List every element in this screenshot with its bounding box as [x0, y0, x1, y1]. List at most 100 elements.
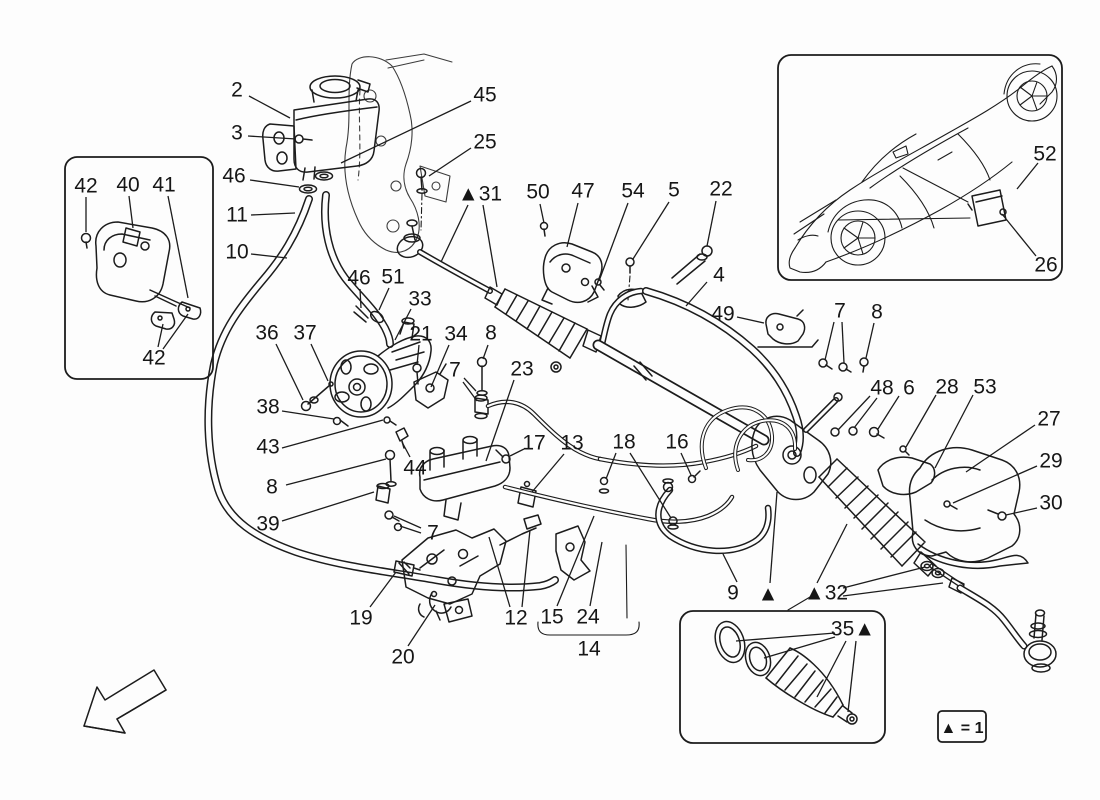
inset-car-location [777, 54, 1063, 281]
leader-line-25-0 [428, 147, 472, 177]
leader-line-▲32-2 [816, 523, 848, 584]
leader-line-42-0 [157, 323, 164, 348]
leader-line-35▲-3 [847, 640, 857, 713]
leader-line-18-0 [605, 452, 617, 480]
callout-5: 5 [668, 179, 680, 202]
leader-line-▲31-0 [440, 204, 469, 263]
rear-wheel [1006, 70, 1058, 122]
leader-line-▲31-1 [482, 204, 498, 288]
leader-line-16-0 [680, 452, 692, 476]
callout-33: 33 [408, 288, 431, 311]
direction-arrow [83, 669, 167, 734]
leader-line-20-0 [407, 604, 436, 647]
callout-36: 36 [255, 322, 278, 345]
callout-52: 52 [1033, 143, 1056, 166]
callout-37: 37 [293, 322, 316, 345]
inset-bracket-detail [64, 156, 214, 380]
return-hose-loop [204, 195, 559, 592]
callout-16: 16 [665, 431, 688, 454]
front-wheel [830, 210, 886, 266]
leader-line-35▲-1 [763, 636, 836, 659]
callout-22: 22 [709, 178, 732, 201]
callout-46: 46 [222, 165, 245, 188]
leader-line-7-0 [824, 321, 835, 361]
right-tie-rod [920, 560, 1057, 673]
callout-12: 12 [504, 607, 527, 630]
leader-line-7-0 [393, 515, 422, 529]
callout-▲32: ▲32 [804, 582, 848, 605]
callout-7: 7 [427, 522, 439, 545]
callout-27: 27 [1037, 408, 1060, 431]
leader-line-51-0 [378, 287, 390, 311]
callout-40: 40 [116, 174, 139, 197]
leader-line-8-0 [482, 344, 489, 360]
return-hose [655, 478, 772, 555]
leader-line-39-0 [281, 491, 375, 522]
callout-8: 8 [266, 476, 278, 499]
callout-30: 30 [1039, 492, 1062, 515]
leader-line-6-0 [877, 395, 900, 430]
rack-clamp-bracket [415, 167, 713, 308]
callout-38: 38 [256, 396, 279, 419]
leader-line-33-0 [394, 308, 412, 341]
leader-line-23-0 [485, 379, 515, 462]
leader-line-45-0 [340, 100, 472, 164]
sensor [757, 309, 819, 348]
leader-line-17-0 [509, 448, 525, 457]
callout-11: 11 [226, 204, 248, 227]
rack-pipes [502, 443, 759, 524]
callout-2: 2 [231, 79, 243, 102]
inset-boot-kit [679, 596, 886, 744]
leader-line-5-0 [632, 201, 670, 260]
callout-54: 54 [621, 180, 645, 203]
leader-line-35▲-2 [816, 640, 847, 698]
leader-line-7-1 [462, 381, 478, 402]
leader-line-26-0 [1001, 213, 1037, 257]
callout-47: 47 [571, 180, 594, 203]
leader-line-46-0 [249, 179, 300, 188]
callout-23: 23 [510, 358, 533, 381]
callout-46: 46 [347, 267, 370, 290]
callout-49: 49 [711, 303, 734, 326]
callout-53: 53 [973, 376, 996, 399]
leader-line-48-1 [853, 397, 878, 429]
leader-line-4-0 [685, 281, 708, 307]
leader-line-49-0 [736, 316, 765, 324]
feed-hose [321, 191, 394, 348]
right-bellows [818, 458, 937, 577]
callout-41: 41 [152, 174, 175, 197]
leader-line-47-0 [566, 202, 579, 248]
steering-pump [329, 317, 432, 418]
leader-line-35▲-0 [735, 632, 836, 642]
leader-line-7-1 [399, 525, 422, 534]
leader-line-▲-0 [769, 491, 778, 584]
callout-7: 7 [834, 300, 846, 323]
leader-line-44-0 [401, 441, 411, 458]
callout-8: 8 [871, 301, 883, 324]
leader-line-7-0 [463, 377, 477, 392]
leader-line-18-1 [629, 452, 672, 519]
callout-▲: ▲ [758, 583, 779, 606]
callout-34: 34 [444, 323, 468, 346]
pipe-fittings [550, 361, 701, 619]
leader-line-43-0 [281, 419, 384, 449]
leader-line-11-0 [250, 212, 296, 216]
callout-19: 19 [349, 607, 372, 630]
seal-washer [298, 184, 318, 194]
valve-unions [818, 357, 910, 456]
callout-15: 15 [540, 606, 563, 629]
seal-washer [314, 171, 334, 181]
pressure-hose [598, 287, 804, 457]
leader-line-36-0 [275, 343, 304, 401]
pressure-pipe [485, 399, 603, 462]
leader-line-53-0 [934, 394, 974, 469]
callout-39: 39 [256, 513, 279, 536]
callout-43: 43 [256, 436, 279, 459]
leader-line-24-0 [589, 541, 603, 607]
leader-line-37-0 [310, 343, 329, 382]
steering-rack [396, 219, 843, 501]
leader-line-15-0 [556, 515, 595, 607]
leader-line-28-0 [905, 394, 937, 448]
leader-line-30-0 [1005, 507, 1038, 516]
